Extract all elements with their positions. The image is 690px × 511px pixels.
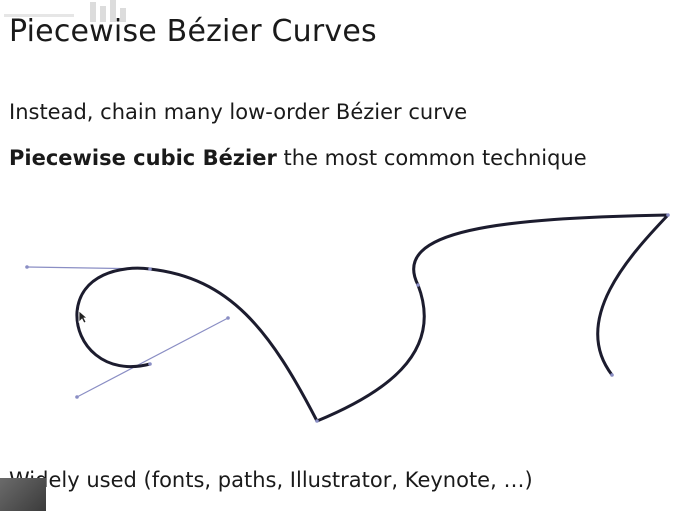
body-line-1: Instead, chain many low-order Bézier cur… (9, 100, 468, 124)
video-thumbnail[interactable] (0, 478, 46, 511)
slide-title: Piecewise Bézier Curves (9, 14, 377, 49)
anchor-point (610, 373, 614, 377)
anchor-point (315, 419, 319, 423)
body-line-bottom: Widely used (fonts, paths, Illustrator, … (9, 468, 533, 492)
body-line-2-bold: Piecewise cubic Bézier (9, 146, 277, 170)
watermark-logo (4, 0, 126, 22)
body-line-2-rest: the most common technique (276, 146, 587, 170)
anchor-point (148, 362, 152, 366)
anchor-point (666, 213, 670, 217)
body-line-2: Piecewise cubic Bézier the most common t… (9, 146, 587, 170)
bezier-curve-path (75, 213, 670, 423)
control-handle-line-bottom (76, 317, 229, 398)
arrow-cursor-icon (78, 310, 88, 324)
anchor-point (416, 283, 420, 287)
control-point-bottom-left (75, 395, 79, 399)
anchor-point (148, 267, 152, 271)
control-point-bottom-right (226, 316, 230, 320)
control-point-top-left (25, 265, 29, 269)
